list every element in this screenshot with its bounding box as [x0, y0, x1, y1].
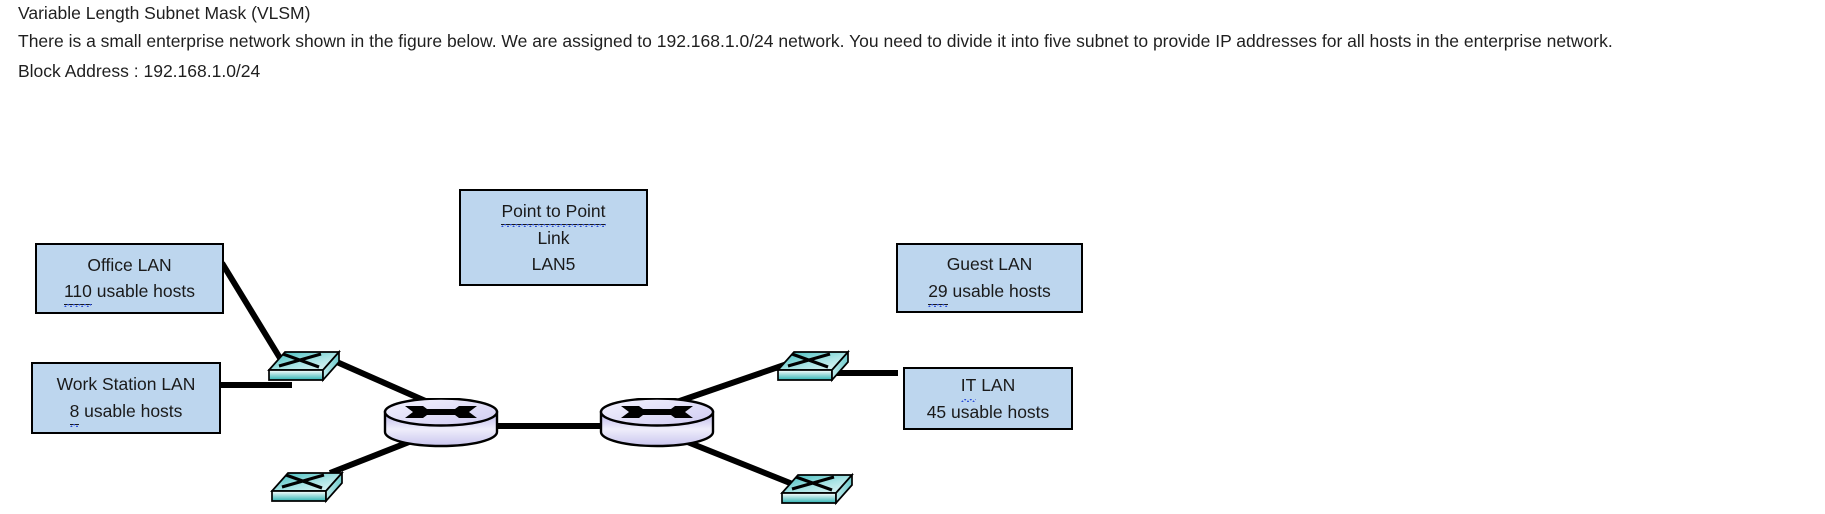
lan-box-office[interactable]: Office LAN 110 usable hosts [35, 243, 224, 314]
office-hosts-suffix: usable hosts [91, 281, 196, 301]
page-title: Variable Length Subnet Mask (VLSM) [18, 3, 311, 23]
it-lan-hosts: 45 usable hosts [926, 401, 1050, 422]
workstation-hosts-suffix: usable hosts [79, 400, 183, 421]
it-lan-title-rest: LAN [976, 375, 1016, 396]
it-lan-title: IT LAN [960, 372, 1016, 402]
lan-box-it[interactable]: IT LAN 45 usable hosts [903, 367, 1073, 430]
lan-box-guest[interactable]: Guest LAN 29 usable hosts [896, 243, 1083, 313]
office-hosts-count: 110 [63, 278, 92, 308]
workstation-hosts-count: 8 [69, 398, 80, 428]
edge-office-lan-to-switch [219, 261, 286, 365]
guest-hosts-suffix: usable hosts [947, 280, 1051, 301]
workstation-lan-title: Work Station LAN [56, 374, 196, 395]
p2p-subtitle: Link [537, 227, 570, 248]
workstation-lan-hosts: 8 usable hosts [69, 398, 183, 428]
router-icon[interactable] [599, 397, 715, 450]
edge-router-to-guest-switch [667, 360, 791, 408]
guest-lan-title: Guest LAN [946, 254, 1033, 275]
edge-office-switch-to-router [328, 356, 432, 406]
network-topology-diagram: Office LAN 110 usable hosts Work Station… [0, 95, 1825, 506]
network-switch-icon[interactable] [265, 340, 343, 386]
it-lan-keyword: IT [960, 372, 976, 402]
lan-box-point-to-point-link[interactable]: Point to Point Link LAN5 [459, 189, 648, 286]
connection-lines [219, 261, 898, 488]
network-switch-icon[interactable] [778, 463, 856, 509]
lan-box-workstation[interactable]: Work Station LAN 8 usable hosts [31, 362, 221, 434]
guest-hosts-count: 29 [928, 278, 949, 308]
p2p-subnet-label: LAN5 [531, 254, 576, 275]
office-lan-title: Office LAN [87, 254, 172, 275]
router-icon[interactable] [383, 397, 499, 450]
network-switch-icon[interactable] [774, 340, 852, 386]
office-lan-hosts: 110 usable hosts [63, 278, 196, 308]
problem-statement: There is a small enterprise network show… [18, 31, 1613, 51]
block-address-label: Block Address : 192.168.1.0/24 [18, 61, 261, 81]
network-switch-icon[interactable] [268, 461, 346, 507]
p2p-title: Point to Point [501, 198, 606, 228]
guest-lan-hosts: 29 usable hosts [928, 278, 1051, 308]
